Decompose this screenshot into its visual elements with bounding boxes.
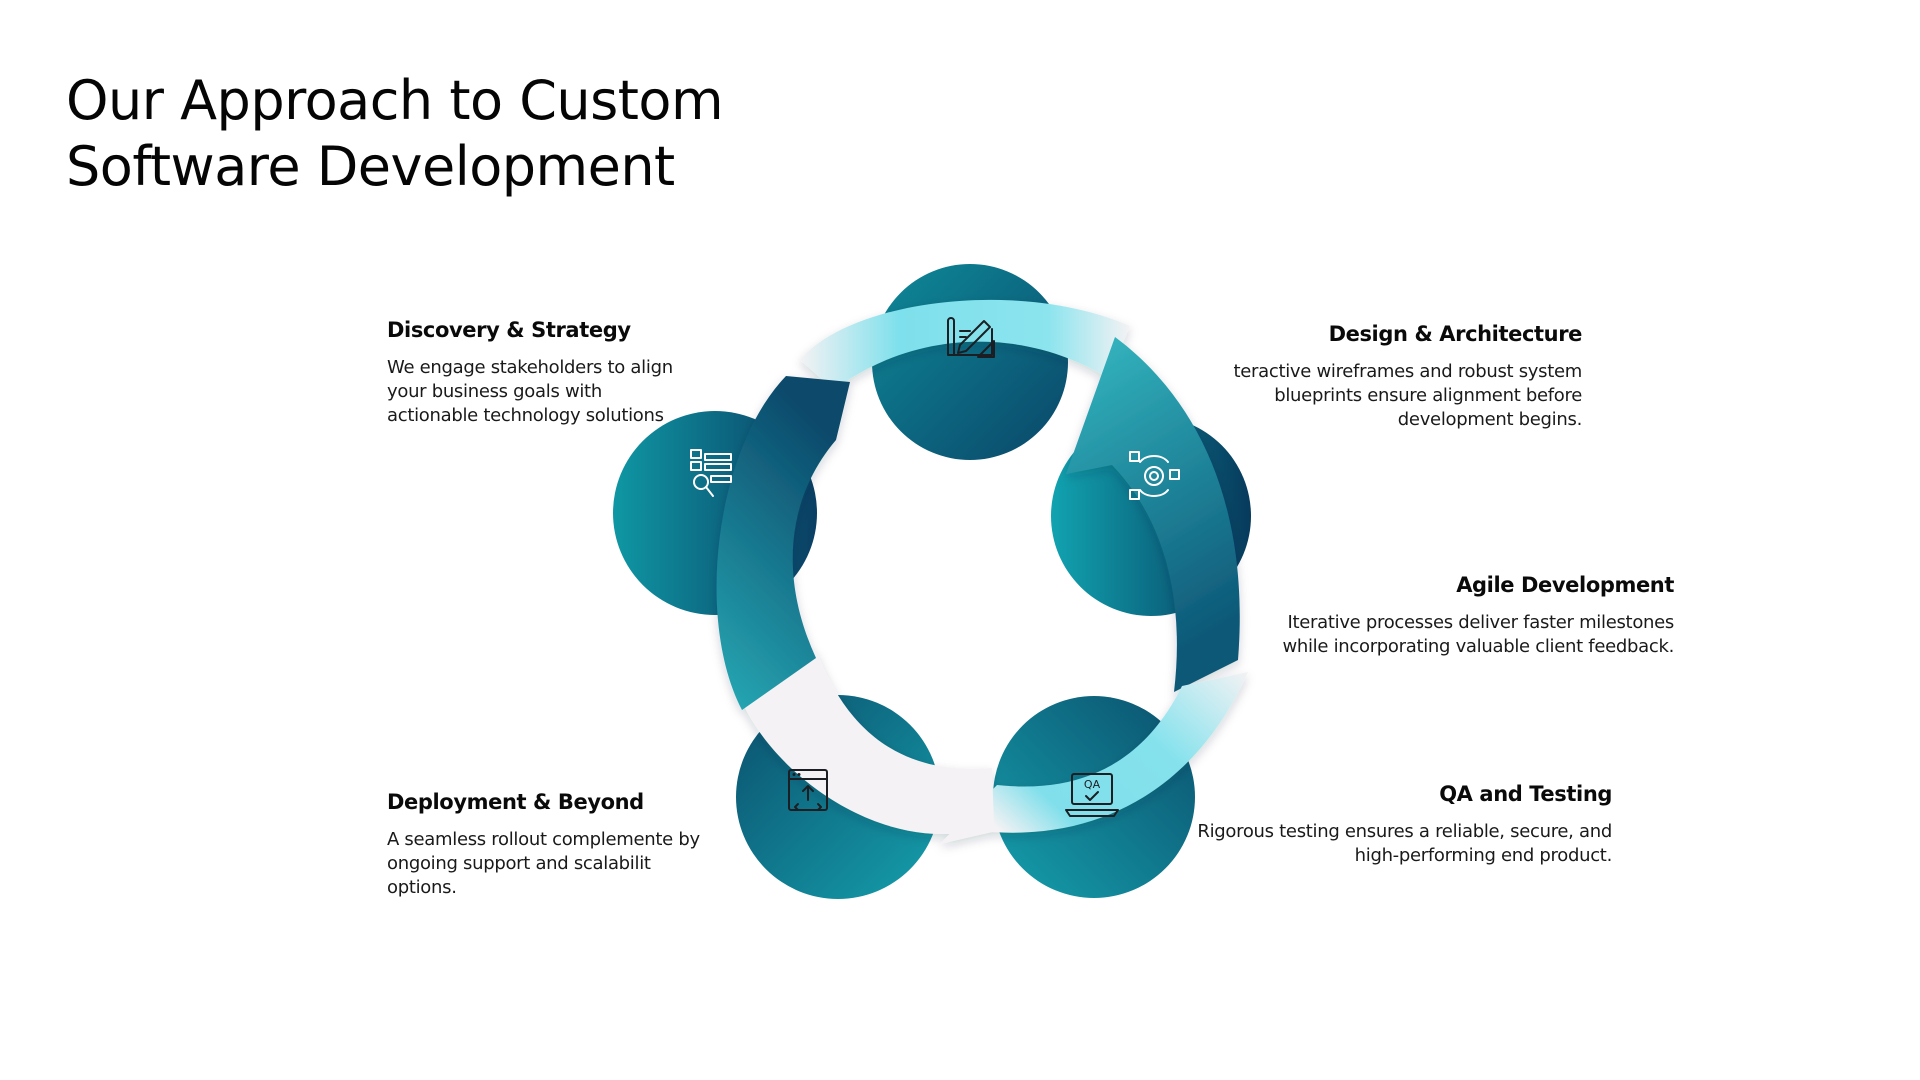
step-deploy-title: Deployment & Beyond bbox=[387, 790, 644, 814]
process-cycle-diagram: QA bbox=[600, 220, 1340, 920]
browser-code-deploy-icon bbox=[788, 769, 828, 811]
step-design-title: Design & Architecture bbox=[1328, 322, 1583, 346]
arrow-segment-bottom-right bbox=[940, 672, 1248, 844]
arrow-segment-right bbox=[1066, 337, 1240, 692]
laptop-qa-icon: QA bbox=[1065, 773, 1119, 817]
analytics-search-icon bbox=[690, 449, 732, 497]
step-agile-title: Agile Development bbox=[1456, 573, 1674, 597]
step-discovery: Discovery & Strategy We engage stakehold… bbox=[387, 318, 677, 428]
step-qa-description: Rigorous testing ensures a reliable, sec… bbox=[1197, 821, 1612, 866]
arrow-segment-top bbox=[800, 299, 1130, 390]
page-title: Our Approach to Custom Software Developm… bbox=[66, 68, 826, 200]
page-title-line-1: Our Approach to Custom bbox=[66, 69, 724, 132]
step-qa: QA and Testing Rigorous testing ensures … bbox=[1180, 782, 1612, 868]
step-design-description: teractive wireframes and robust system b… bbox=[1233, 361, 1582, 430]
blueprint-ruler-pencil-icon bbox=[947, 317, 995, 358]
arrow-segment-bottom-left bbox=[744, 650, 994, 835]
svg-text:QA: QA bbox=[1084, 778, 1101, 791]
step-discovery-title: Discovery & Strategy bbox=[387, 318, 631, 342]
step-design: Design & Architecture teractive wirefram… bbox=[1180, 322, 1582, 432]
cycle-graphic: QA bbox=[613, 264, 1251, 899]
step-deploy-description: A seamless rollout complemente by ongoin… bbox=[387, 829, 700, 898]
page-title-line-2: Software Development bbox=[66, 135, 675, 198]
arrow-segment-left bbox=[716, 376, 850, 710]
agile-cycle-target-icon bbox=[1129, 451, 1180, 500]
step-agile: Agile Development Iterative processes de… bbox=[1250, 573, 1674, 659]
step-discovery-description: We engage stakeholders to align your bus… bbox=[387, 357, 673, 426]
step-agile-description: Iterative processes deliver faster miles… bbox=[1282, 612, 1674, 657]
step-qa-title: QA and Testing bbox=[1439, 782, 1612, 806]
circle-top bbox=[872, 264, 1068, 460]
step-deploy: Deployment & Beyond A seamless rollout c… bbox=[387, 790, 717, 900]
